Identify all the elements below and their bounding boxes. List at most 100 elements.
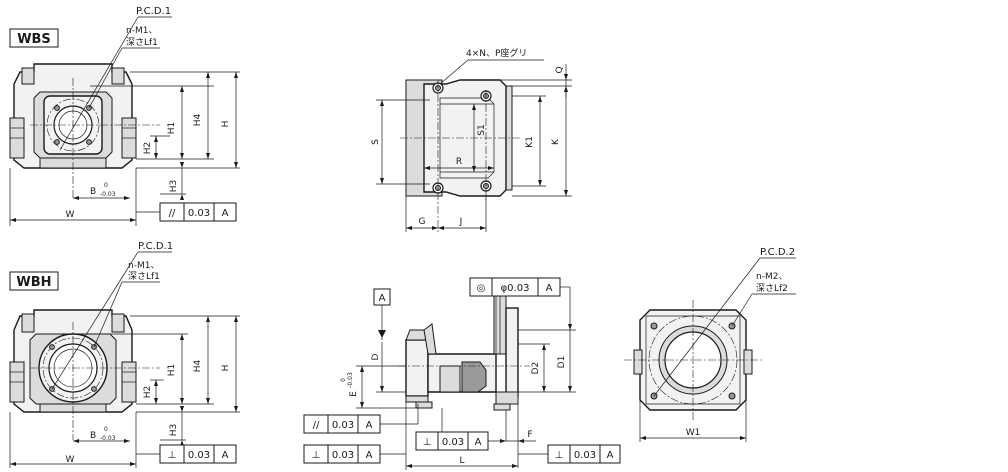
wbh-tol-symbol: ⊥: [168, 450, 177, 461]
top-view-dim-g: G: [419, 217, 426, 227]
wbs-bolt-hole-3: [54, 139, 60, 145]
side-dim-d1: D1: [557, 356, 567, 369]
top-view-dim-r: R: [456, 157, 462, 167]
wbs-tol-symbol: //: [169, 208, 176, 219]
end-view-pcd-label: P.C.D.2: [760, 247, 795, 258]
side-frame3-symbol: ⊥: [423, 437, 432, 448]
wbs-dim-h2: H2: [143, 142, 153, 155]
top-view-dim-s1: S1: [477, 124, 487, 135]
end-view-note-line1: n-M2、: [756, 272, 787, 282]
wbh-title: WBH: [16, 275, 51, 290]
wbs-note-line1: n-M1、: [126, 26, 157, 36]
wbh-tol-datum: A: [222, 450, 229, 461]
wbh-tol-datum-cell: [213, 444, 237, 464]
side-frame3-value: 0.03: [442, 437, 464, 448]
side-frame1-datum: A: [366, 420, 373, 431]
wbh-note-leader: [93, 281, 123, 348]
top-view-dim-s: S: [371, 139, 381, 145]
side-right-flange: [505, 307, 519, 397]
end-view-note-line2: 深さLf2: [756, 283, 788, 294]
wbh-tol-value: 0.03: [188, 450, 210, 461]
side-dim-e: E: [349, 391, 359, 397]
side-frame1-datum-cell: [357, 414, 381, 434]
wbs-front-view: WBS P.C.D.1 n-M: [9, 6, 240, 226]
wbs-tol-datum: A: [222, 208, 229, 219]
side-dim-l: L: [459, 456, 464, 466]
side-frame4-value: 0.03: [574, 450, 596, 461]
wbh-dim-h2: H2: [143, 386, 153, 399]
wbh-pcd-leader: [51, 251, 139, 390]
wbh-top-tab-left: [21, 313, 35, 333]
wbh-note-line1: n-M1、: [128, 261, 159, 271]
wbh-dim-h3: H3: [169, 424, 179, 437]
side-datum-label: A: [379, 293, 386, 304]
wbh-dim-b: B: [90, 431, 96, 441]
side-dim-e-tol-bottom: -0.03: [347, 372, 354, 388]
wbh-dim-h: H: [221, 365, 231, 372]
top-view-note: 4×N、P座グリ: [466, 47, 527, 59]
wbs-bolt-hole-4: [86, 139, 92, 145]
wbs-bolt-hole-1: [54, 105, 60, 111]
wbh-title-box: [9, 271, 59, 291]
end-view-pcd-leader: [653, 257, 761, 397]
wbs-top-tab-right: [111, 67, 125, 85]
wbh-bolt-hole-4: [91, 386, 97, 392]
top-view-dim-q: Q: [555, 66, 565, 73]
wbh-dim-b-tol-bottom: -0.03: [100, 435, 116, 442]
wbs-pcd-label: P.C.D.1: [136, 6, 171, 17]
wbh-top-tab-right: [111, 313, 125, 333]
side-frame2-symbol: ⊥: [312, 450, 321, 461]
wbh-bolt-hole-1: [49, 344, 55, 350]
wbh-dim-h1: H1: [167, 364, 177, 377]
wbs-dim-w: W: [66, 210, 75, 220]
wbs-title: WBS: [17, 32, 51, 47]
side-dim-e-tol-top: 0: [340, 378, 347, 382]
side-frame3-datum: A: [475, 437, 482, 448]
side-frame2-datum: A: [366, 450, 373, 461]
wbs-dim-h3: H3: [169, 180, 179, 193]
side-conc-symbol: ◎: [477, 283, 486, 294]
wbh-dim-h4: H4: [193, 359, 203, 372]
wbs-tol-datum-cell: [213, 202, 237, 222]
side-frame2-value: 0.03: [332, 450, 354, 461]
wbs-title-box: [9, 28, 59, 48]
wbs-dim-h: H: [221, 121, 231, 128]
wbs-dim-h1: H1: [167, 122, 177, 135]
wbs-dim-h4: H4: [193, 113, 203, 126]
wbs-note-line2: 深さLf1: [126, 37, 158, 48]
end-view-dim-w1: W1: [686, 428, 701, 438]
side-left-flange: [405, 339, 429, 397]
wbs-dim-b-tol-bottom: -0.03: [100, 191, 116, 198]
side-dim-d: D: [371, 353, 381, 360]
end-view-bolt-hole-4: [728, 392, 736, 400]
end-view-note-leader: [731, 293, 753, 327]
side-conc-datum: A: [546, 283, 553, 294]
wbs-top-tab-left: [21, 67, 35, 85]
side-frame1-symbol: //: [313, 420, 320, 431]
end-view-bolt-hole-1: [650, 322, 658, 330]
top-view-dim-k: K: [551, 138, 561, 145]
side-dim-f: F: [527, 430, 532, 440]
wbh-note-line2: 深さLf1: [128, 271, 160, 282]
wbs-dim-b-tol-top: 0: [104, 182, 108, 189]
top-view-dim-j: J: [459, 217, 463, 227]
wbs-tol-value: 0.03: [188, 208, 210, 219]
wbh-pcd-label: P.C.D.1: [138, 241, 173, 252]
wbs-note-leader: [88, 47, 123, 109]
wbh-front-view: WBH P.C.D.1 n-M1、 深さLf1: [9, 241, 240, 468]
side-frame4-datum: A: [607, 450, 614, 461]
side-frame4-symbol: ⊥: [555, 450, 564, 461]
side-frame2-datum-cell: [357, 444, 381, 464]
side-dim-d2: D2: [531, 362, 541, 375]
wbs-dim-b: B: [90, 187, 96, 197]
side-conc-value: φ0.03: [501, 283, 530, 294]
side-view: A D E 0 -0.03: [303, 277, 621, 470]
side-body-shading: [461, 361, 487, 393]
wbs-pcd-leader: [59, 16, 139, 151]
wbh-dim-w: W: [66, 455, 75, 465]
top-view-note-leader: [439, 59, 469, 85]
wbh-dim-b-tol-top: 0: [104, 426, 108, 433]
end-view: P.C.D.2 n-M2、 深さLf2 W1: [624, 247, 796, 442]
